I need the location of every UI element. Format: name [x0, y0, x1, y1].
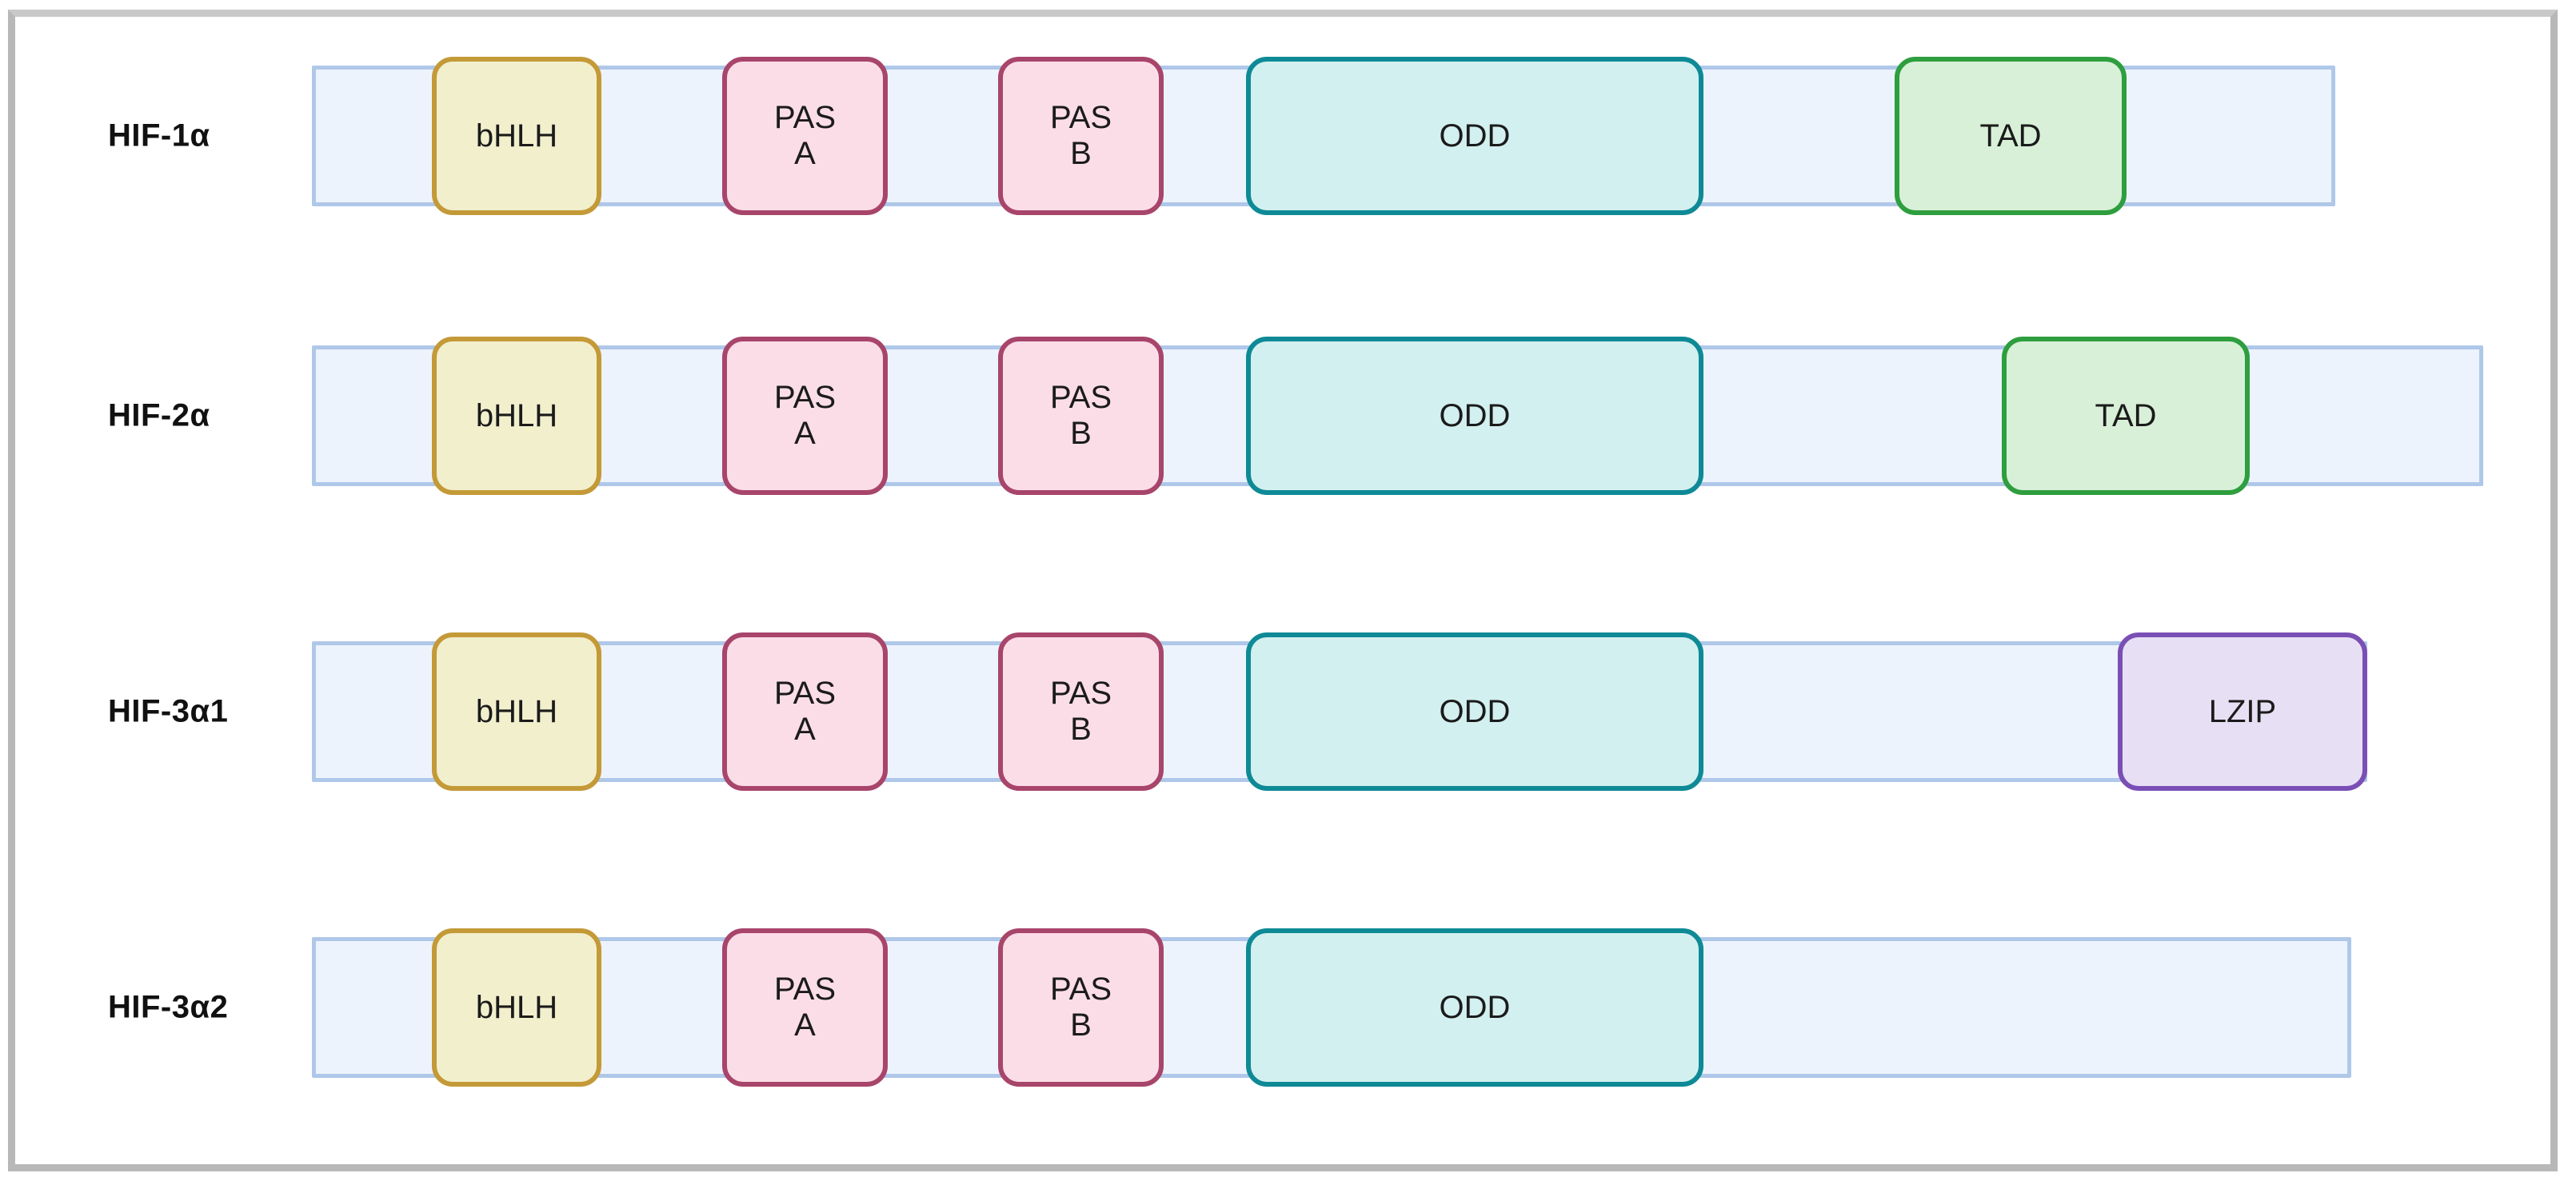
protein-row: HIF-1α bHLH PAS A PAS B ODD TAD [15, 56, 2550, 216]
protein-label: HIF-1α [108, 118, 210, 154]
domain-box-odd: ODD [1246, 337, 1703, 495]
protein-row: HIF-2α bHLH PAS A PAS B ODD TAD [15, 336, 2550, 496]
figure-frame: HIF-1α bHLH PAS A PAS B ODD TAD HIF-2α bHLH PAS … [8, 10, 2558, 1171]
protein-label: HIF-2α [108, 397, 210, 433]
protein-row: HIF-3α2 bHLH PAS A PAS B ODD [15, 928, 2550, 1087]
protein-label: HIF-3α1 [108, 693, 229, 729]
domain-box-odd: ODD [1246, 57, 1703, 215]
domain-box-pas-b: PAS B [998, 57, 1164, 215]
domain-box-bhlh: bHLH [432, 337, 601, 495]
domain-box-odd: ODD [1246, 632, 1703, 791]
domain-box-lzip: LZIP [2118, 632, 2367, 791]
domain-box-pas-b: PAS B [998, 632, 1164, 791]
protein-label: HIF-3α2 [108, 989, 229, 1025]
domain-box-bhlh: bHLH [432, 928, 601, 1087]
domain-box-pas-a: PAS A [722, 632, 888, 791]
domain-box-tad: TAD [2002, 337, 2250, 495]
domain-box-tad: TAD [1895, 57, 2127, 215]
figure-canvas: HIF-1α bHLH PAS A PAS B ODD TAD HIF-2α bHLH PAS … [15, 17, 2550, 1164]
domain-box-bhlh: bHLH [432, 632, 601, 791]
domain-box-bhlh: bHLH [432, 57, 601, 215]
domain-box-pas-a: PAS A [722, 928, 888, 1087]
domain-box-odd: ODD [1246, 928, 1703, 1087]
protein-row: HIF-3α1 bHLH PAS A PAS B ODD LZIP [15, 632, 2550, 792]
domain-box-pas-b: PAS B [998, 337, 1164, 495]
domain-box-pas-b: PAS B [998, 928, 1164, 1087]
domain-box-pas-a: PAS A [722, 57, 888, 215]
domain-box-pas-a: PAS A [722, 337, 888, 495]
